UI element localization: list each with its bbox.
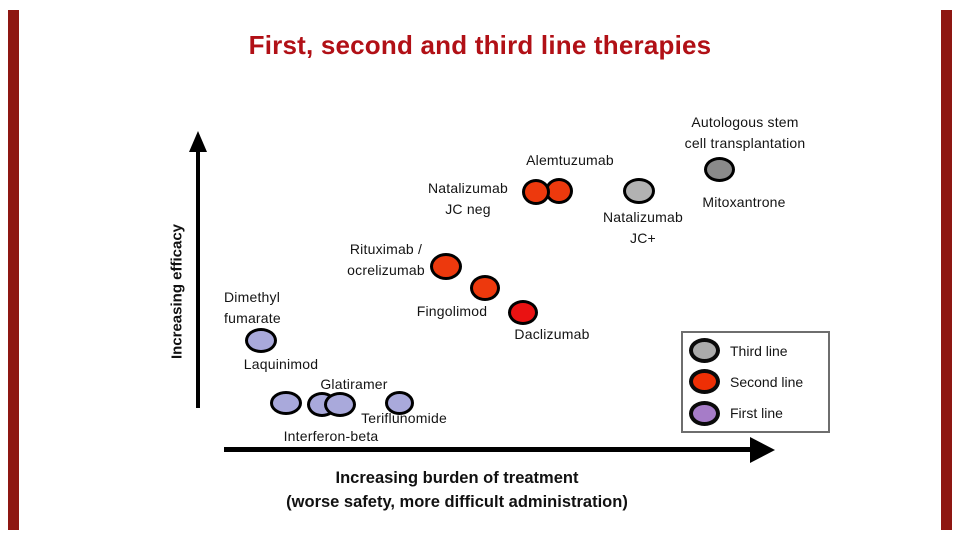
point-ellipse-interferon-beta-1 — [270, 391, 302, 415]
point-ellipse-mitoxantrone-asct — [703, 156, 735, 182]
left-accent-bar — [8, 10, 19, 530]
label-mitoxantrone: Mitoxantrone — [702, 194, 786, 210]
legend-box: Third line Second line First line — [681, 331, 830, 433]
third-line-ellipse-icon — [689, 338, 720, 364]
label-laquinimod: Laquinimod — [243, 356, 319, 372]
label-alemtuzumab: Alemtuzumab — [526, 152, 614, 168]
label-glatiramer: Glatiramer — [320, 376, 388, 392]
second-line-ellipse-icon — [689, 369, 720, 395]
point-ellipse-dimethyl-fumarate-laquinimod — [245, 327, 277, 353]
slide-title: First, second and third line therapies — [248, 30, 712, 60]
x-axis-arrow-icon — [750, 437, 775, 463]
point-ellipse-natalizumab-jcneg-left — [522, 179, 550, 205]
legend-label-third: Third line — [730, 342, 788, 359]
legend-label-first: First line — [730, 405, 783, 422]
label-daclizumab: Daclizumab — [514, 326, 590, 342]
legend-row-second: Second line — [683, 369, 828, 395]
label-interferon-beta: Interferon-beta — [283, 428, 379, 444]
y-axis-line — [196, 148, 200, 408]
point-ellipse-rituximab-ocrelizumab — [430, 252, 462, 280]
label-autologous-sct: Autologous stem cell transplantation — [684, 114, 806, 151]
x-axis-caption: Increasing burden of treatment (worse sa… — [286, 469, 628, 511]
label-natalizumab-jc-pos: Natalizumab JC+ — [602, 209, 683, 246]
point-ellipse-natalizumab-jcplus — [623, 178, 655, 204]
y-axis-arrow-icon — [189, 131, 207, 152]
right-accent-bar — [941, 10, 952, 530]
label-fingolimod: Fingolimod — [416, 303, 488, 319]
x-axis-line — [224, 447, 752, 452]
legend-label-second: Second line — [730, 373, 804, 390]
y-axis-label: Increasing efficacy — [168, 223, 186, 360]
point-ellipse-glatiramer — [324, 391, 356, 417]
label-rituximab-ocrelizumab: Rituximab / ocrelizumab — [347, 241, 425, 278]
label-dimethyl-fumarate: Dimethyl fumarate — [224, 289, 281, 326]
first-line-ellipse-icon — [689, 400, 720, 426]
legend-row-first: First line — [683, 400, 828, 426]
point-ellipse-daclizumab — [508, 299, 538, 325]
label-teriflunomide: Teriflunomide — [361, 410, 447, 426]
legend-row-third: Third line — [683, 338, 828, 364]
point-ellipse-fingolimod — [470, 275, 500, 301]
label-natalizumab-jc-neg: Natalizumab JC neg — [427, 180, 508, 217]
point-ellipse-teriflunomide — [384, 391, 414, 415]
